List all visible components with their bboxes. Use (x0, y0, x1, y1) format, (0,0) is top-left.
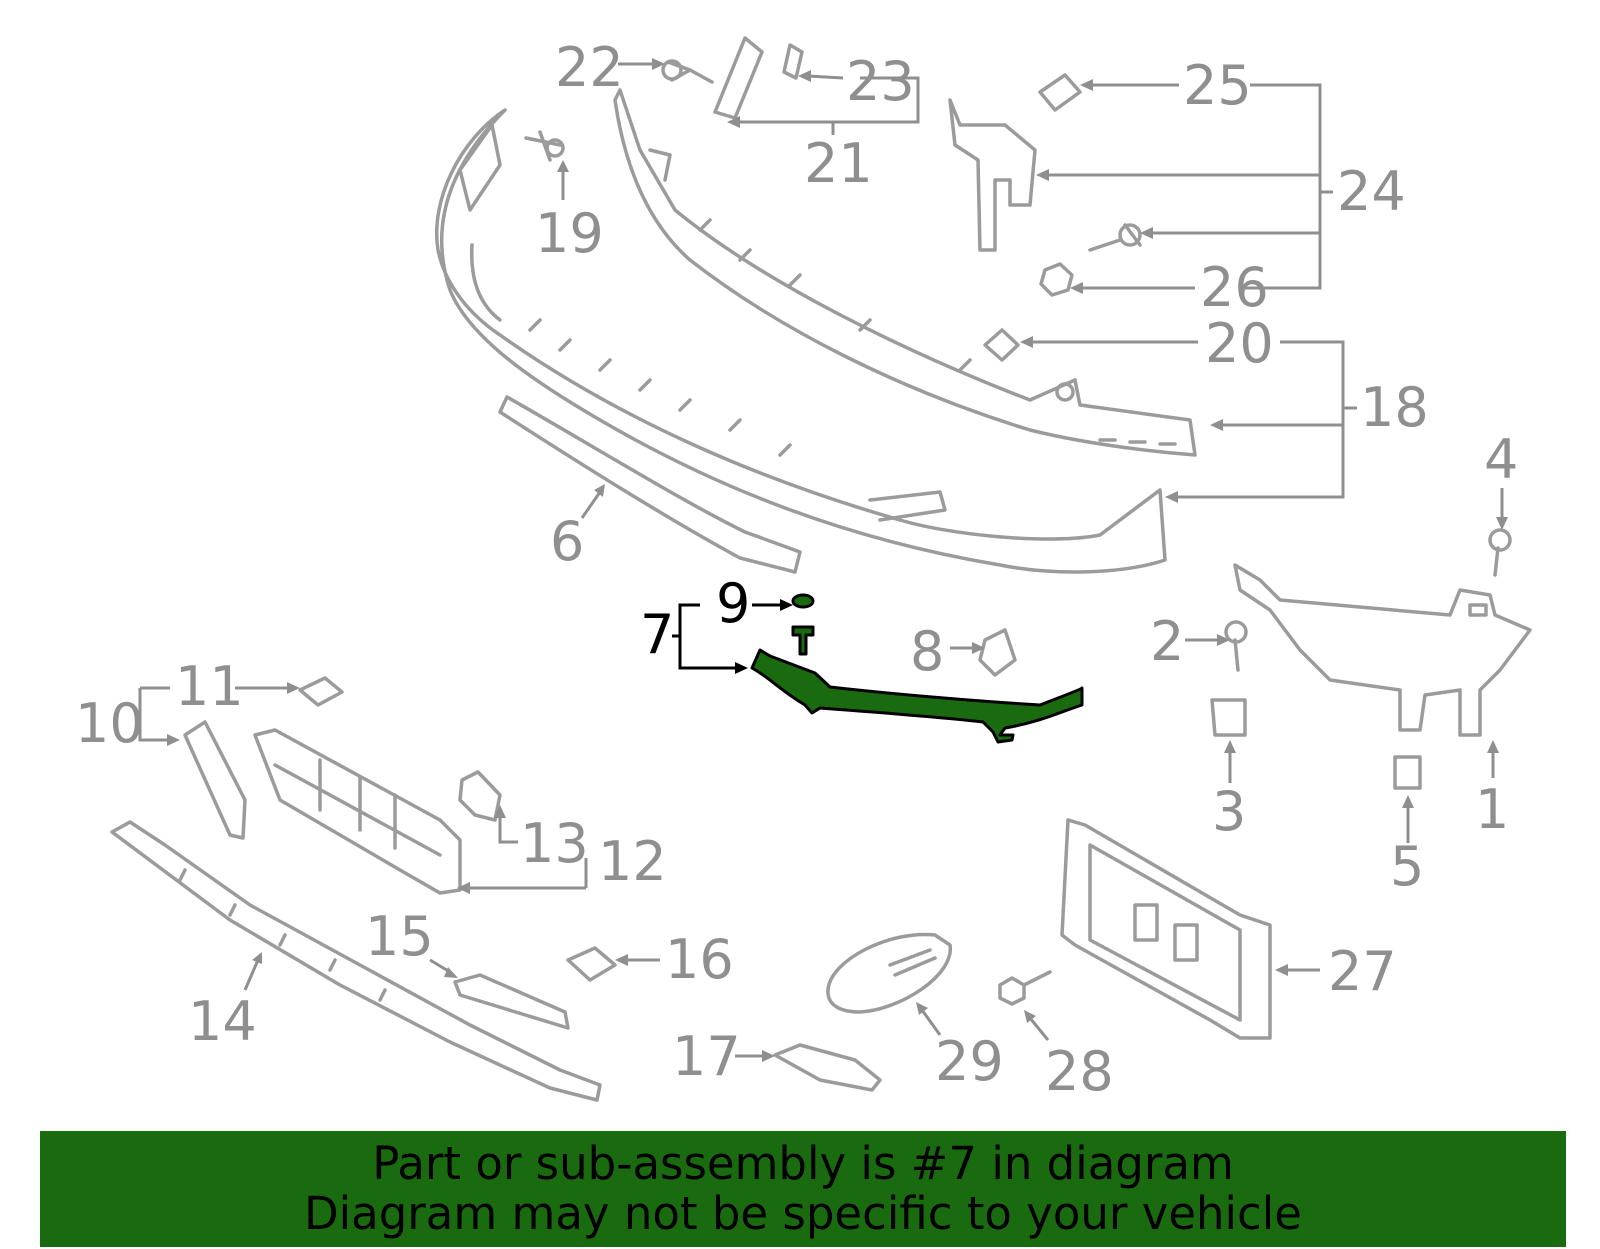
upper-retainer-part[interactable] (613, 88, 1197, 457)
callout-16: 16 (665, 928, 734, 991)
banner-line-1: Part or sub-assembly is #7 in diagram (372, 1137, 1234, 1190)
bolt-28[interactable] (998, 970, 1052, 1006)
callout-14: 14 (188, 990, 257, 1053)
clip-25[interactable] (1038, 73, 1082, 112)
callout-9: 9 (716, 572, 750, 635)
bracket-17[interactable] (773, 1043, 882, 1092)
lower-trim-14[interactable] (110, 820, 602, 1102)
callout-24: 24 (1337, 160, 1406, 223)
bracket-24[interactable] (948, 98, 1037, 252)
banner-line-2: Diagram may not be specific to your vehi… (304, 1187, 1302, 1240)
callout-15: 15 (365, 905, 434, 968)
callout-21: 21 (804, 132, 873, 195)
grille-12[interactable] (253, 728, 462, 895)
license-plate-bracket-27[interactable] (1060, 818, 1272, 1040)
fastener-22[interactable] (661, 59, 714, 84)
callout-27: 27 (1328, 940, 1397, 1003)
callouts: 22 23 21 19 25 24 26 20 18 6 4 2 3 5 1 8… (75, 36, 1518, 1103)
highlighted-part-7[interactable] (750, 648, 1084, 744)
highlighted-bolt-9[interactable] (791, 593, 815, 656)
callout-28: 28 (1045, 1040, 1114, 1103)
screw-4[interactable] (1488, 528, 1512, 577)
callout-20: 20 (1205, 312, 1274, 375)
callout-3: 3 (1212, 780, 1246, 843)
screw-2[interactable] (1224, 620, 1248, 672)
callout-2: 2 (1150, 610, 1184, 673)
callout-26: 26 (1200, 256, 1269, 319)
clip-3[interactable] (1210, 698, 1247, 737)
callout-7: 7 (640, 603, 674, 666)
callout-18: 18 (1360, 376, 1429, 439)
clip-5[interactable] (1393, 755, 1422, 790)
bumper-cover-part[interactable] (435, 108, 1167, 574)
clip-11[interactable] (298, 676, 344, 707)
active-leader-lines (672, 599, 793, 674)
callout-1: 1 (1475, 778, 1509, 841)
bracket-1[interactable] (1233, 563, 1532, 737)
callout-10: 10 (75, 692, 144, 755)
callout-6: 6 (550, 510, 584, 573)
bracket-21[interactable] (713, 36, 804, 120)
nut-26[interactable] (1039, 262, 1074, 297)
callout-12: 12 (598, 830, 667, 893)
trim-10[interactable] (183, 720, 247, 840)
callout-4: 4 (1484, 428, 1518, 491)
callout-8: 8 (910, 620, 944, 683)
callout-17: 17 (672, 1025, 741, 1088)
callout-5: 5 (1390, 835, 1424, 898)
info-banner: Part or sub-assembly is #7 in diagram Di… (40, 1131, 1566, 1247)
leader-lines (138, 58, 1508, 1062)
tow-hook-29[interactable] (826, 932, 952, 1014)
callout-19: 19 (535, 202, 604, 265)
callout-29: 29 (935, 1030, 1004, 1093)
bracket-13[interactable] (458, 770, 502, 822)
callout-11: 11 (175, 655, 244, 718)
lower-strip-part[interactable] (498, 395, 802, 574)
screw-19[interactable] (524, 130, 565, 162)
callout-25: 25 (1183, 54, 1252, 117)
callout-22: 22 (555, 36, 624, 99)
clip-16[interactable] (566, 946, 617, 982)
callout-13: 13 (520, 812, 589, 875)
clip-20[interactable] (983, 328, 1020, 362)
strip-15[interactable] (453, 973, 570, 1030)
bolt-26-upper[interactable] (1088, 223, 1142, 252)
callout-23: 23 (846, 50, 915, 113)
clip-8[interactable] (978, 628, 1017, 677)
